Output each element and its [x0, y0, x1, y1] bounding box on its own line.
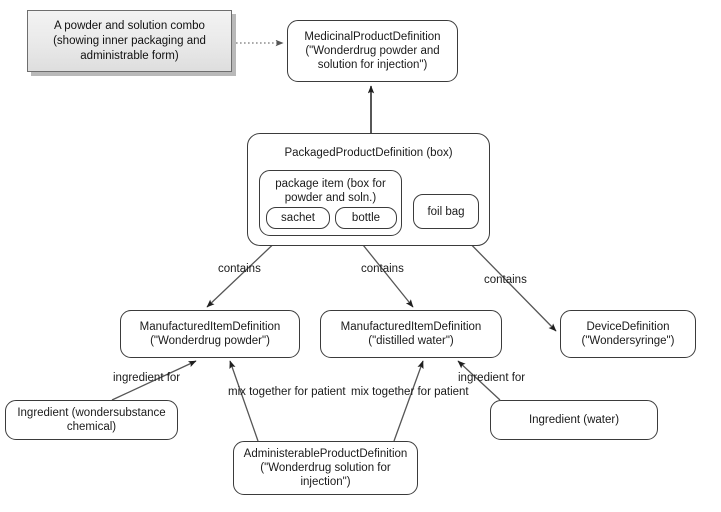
ingredient-chemical-line-1: Ingredient (wondersubstance — [17, 407, 166, 419]
device-line-1: DeviceDefinition — [586, 321, 670, 333]
edge-label-contains-sachet: contains — [218, 263, 261, 275]
mix-left-line-2: for patient — [294, 386, 346, 398]
edge-label-contains-foilbag: contains — [484, 274, 527, 286]
node-ingredient-chemical[interactable]: Ingredient (wondersubstance chemical) — [5, 400, 178, 440]
edge-label-contains-bottle: contains — [361, 263, 404, 275]
note-box: A powder and solution combo (showing inn… — [27, 10, 232, 72]
packaged-product-title: PackagedProductDefinition (box) — [284, 147, 453, 159]
medicinal-product-line-1: MedicinalProductDefinition — [304, 31, 441, 43]
manufactured-powder-line-1: ManufacturedItemDefinition — [139, 321, 281, 333]
edge-label-ingredient-for-right: ingredient for — [458, 372, 526, 384]
manufactured-powder-line-2: ("Wonderdrug powder") — [150, 335, 270, 347]
edge-mix-water — [393, 360, 424, 442]
node-packaged-product-definition[interactable]: PackagedProductDefinition (box) package … — [247, 133, 490, 246]
device-line-2: ("Wondersyringe") — [581, 335, 675, 347]
administerable-line-3: injection") — [300, 476, 351, 488]
node-package-item[interactable]: package item (box for powder and soln.) … — [259, 170, 402, 236]
node-device-definition[interactable]: DeviceDefinition ("Wondersyringe") — [560, 310, 696, 358]
administerable-line-1: AdministerableProductDefinition — [243, 448, 408, 460]
package-item-line-2: powder and soln.) — [284, 192, 377, 204]
mix-right-line-2: for patient — [417, 386, 469, 398]
node-administerable-product-definition[interactable]: AdministerableProductDefinition ("Wonder… — [233, 441, 418, 495]
edge-mix-powder — [229, 360, 259, 442]
node-ingredient-water[interactable]: Ingredient (water) — [490, 400, 658, 440]
node-foil-bag[interactable]: foil bag — [413, 194, 479, 229]
edge-label-ingredient-for-left: ingredient for — [113, 372, 181, 384]
administerable-line-2: ("Wonderdrug solution for — [260, 462, 391, 474]
mix-left-line-1: mix together — [228, 386, 292, 398]
mix-right-line-1: mix together — [351, 386, 415, 398]
manufactured-water-line-2: ("distilled water") — [368, 335, 454, 347]
package-item-title: package item (box for powder and soln.) — [260, 177, 401, 205]
node-bottle[interactable]: bottle — [335, 207, 397, 229]
node-sachet[interactable]: sachet — [266, 207, 330, 229]
package-item-line-1: package item (box for — [275, 178, 386, 190]
medicinal-product-line-2: ("Wonderdrug powder and — [305, 45, 440, 57]
node-medicinal-product-definition[interactable]: MedicinalProductDefinition ("Wonderdrug … — [287, 20, 458, 82]
edge-label-mix-left: mix together for patient — [228, 385, 346, 399]
ingredient-chemical-line-2: chemical) — [66, 421, 117, 433]
node-manufactured-item-water[interactable]: ManufacturedItemDefinition ("distilled w… — [320, 310, 502, 358]
edge-label-mix-right: mix together for patient — [351, 385, 469, 399]
medicinal-product-line-3: solution for injection") — [317, 59, 428, 71]
manufactured-water-line-1: ManufacturedItemDefinition — [340, 321, 482, 333]
note-line-3: and administrable form) — [80, 34, 206, 62]
note-line-1: A powder and solution combo — [54, 19, 205, 32]
note-line-2: (showing inner packaging — [53, 34, 184, 47]
ingredient-water-line-1: Ingredient (water) — [528, 414, 620, 426]
node-manufactured-item-powder[interactable]: ManufacturedItemDefinition ("Wonderdrug … — [120, 310, 300, 358]
